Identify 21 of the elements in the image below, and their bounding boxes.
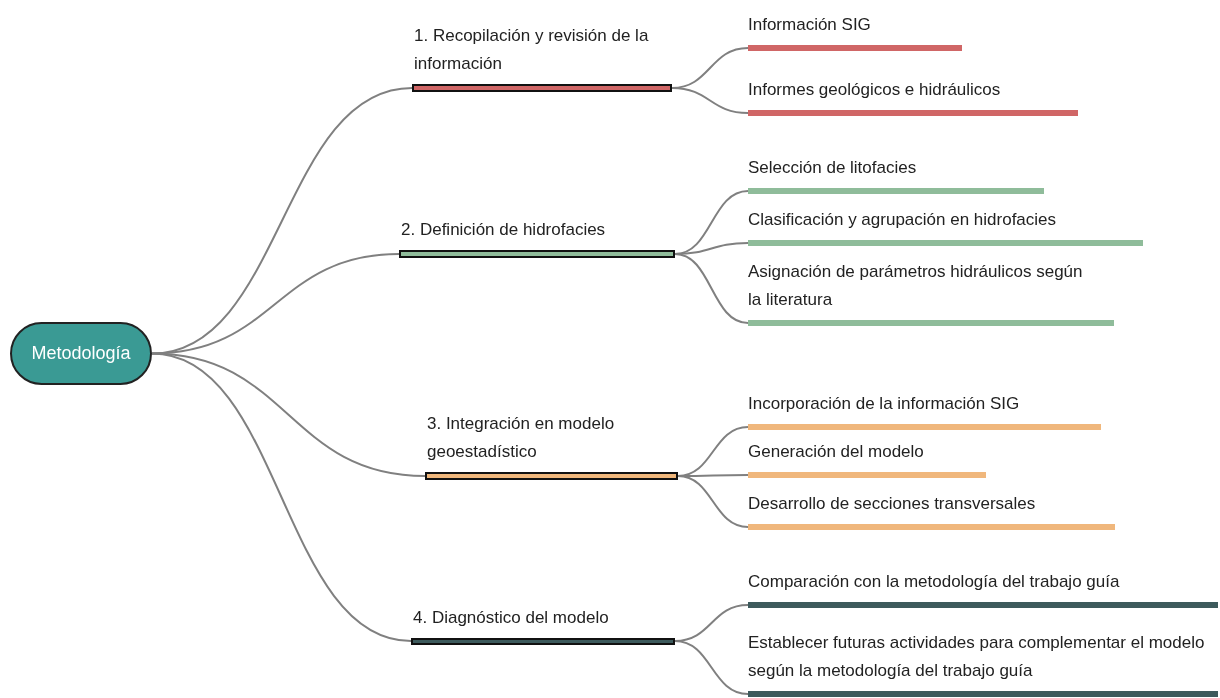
- branch-topic-label: 2. Definición de hidrofacies: [401, 219, 607, 241]
- subtopic-label: Comparación con la metodología del trabajo guía: [748, 571, 1121, 593]
- connector-curve: [674, 253, 749, 324]
- subtopic-label: Incorporación de la información SIG: [748, 393, 1021, 415]
- branch-topic-label: 4. Diagnóstico del modelo: [413, 607, 610, 629]
- subtopic-label: Clasificación y agrupación en hidrofacies: [748, 209, 1058, 231]
- subtopic-label: Asignación de parámetros hidráulicos según la literatura: [748, 261, 1084, 311]
- root-topic: Metodología: [10, 322, 152, 385]
- connector-curve: [677, 475, 749, 528]
- subtopic-label: Selección de litofacies: [748, 157, 918, 179]
- connector-curve: [151, 253, 400, 355]
- connector-curve: [671, 87, 749, 114]
- subtopic-label: Informes geológicos e hidráulicos: [748, 79, 1002, 101]
- branch-topic-label: 3. Integración en modelo geoestadístico: [427, 413, 616, 463]
- subtopic-label: Información SIG: [748, 14, 872, 36]
- branch-topic-label: 1. Recopilación y revisión de la información: [414, 25, 650, 75]
- subtopic-label: Generación del modelo: [748, 441, 925, 463]
- subtopic-label: Establecer futuras actividades para complementar el modelo según la metodología del trabajo guía: [748, 632, 1206, 682]
- subtopic-label: Desarrollo de secciones transversales: [748, 493, 1037, 515]
- connector-curve: [151, 352, 412, 642]
- connector-curve: [674, 640, 749, 695]
